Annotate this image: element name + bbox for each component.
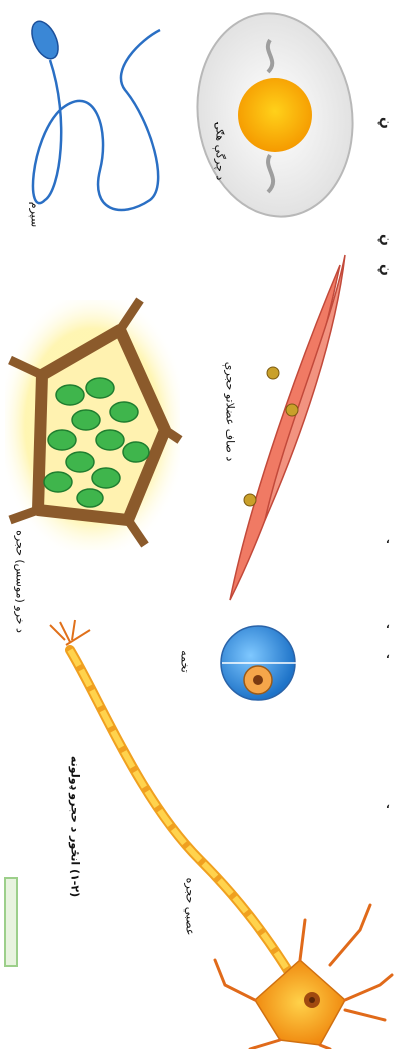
green-frame <box>4 877 18 967</box>
figure-caption: (۱-۲) انځور د حجرو ډولونه <box>69 747 82 907</box>
nerve-cell-illustration <box>50 620 392 1049</box>
sperm-label: سپرم <box>29 195 42 235</box>
embryo-label: تخمه <box>179 642 192 682</box>
muscle-label: د صاف عضلاتو حجرې <box>224 342 237 482</box>
plant-cell-illustration <box>5 300 180 550</box>
page-text-fragment: ڼ <box>378 117 394 129</box>
egg-label: د چرگې هګۍ <box>214 102 227 202</box>
page-text-fragment: ڼ <box>378 264 394 276</box>
page-text-fragment: ، <box>386 800 390 811</box>
nerve-cell-label: عصبي حجره <box>184 867 197 947</box>
embryo-illustration <box>221 626 296 700</box>
page-text-fragment: ، <box>386 650 390 661</box>
page-text-fragment: ڼ <box>378 234 394 246</box>
sperm-illustration <box>27 17 160 210</box>
plant-cell-label: د خرو (موسس) حجره <box>14 512 27 652</box>
egg-illustration <box>185 3 366 226</box>
page-text-fragment: ، <box>386 620 390 631</box>
muscle-illustration <box>230 255 345 600</box>
page-text-fragment: ، <box>386 535 390 546</box>
